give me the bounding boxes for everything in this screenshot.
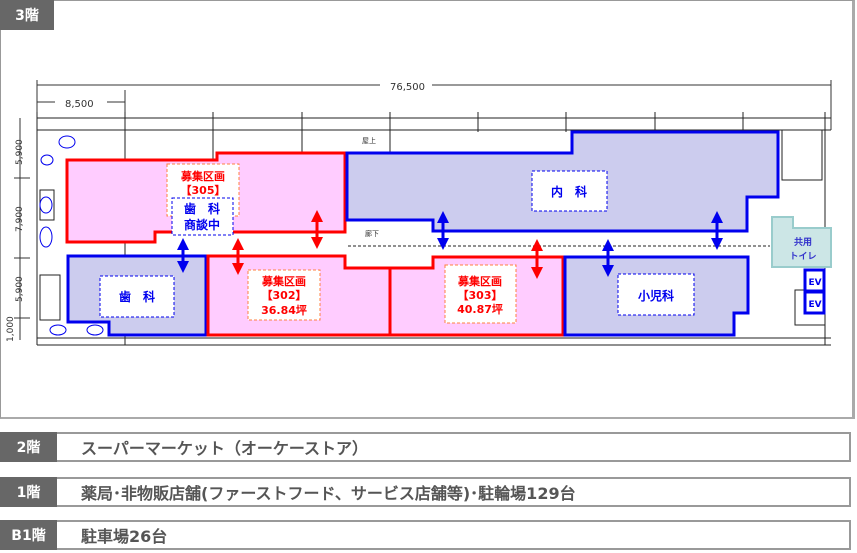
unit-303-area: 40.87坪 xyxy=(457,303,503,316)
label-box-dental xyxy=(99,275,175,318)
label-box-302 xyxy=(247,269,321,321)
unit-302-number: 【302】 xyxy=(262,289,307,302)
label-box-303 xyxy=(444,264,517,324)
floor-b1-row: B1階 駐車場26台 xyxy=(0,520,851,550)
unit-dental-label: 歯 科 xyxy=(119,289,155,304)
floor-3-tag: 3階 xyxy=(0,0,54,30)
floor-plan: 76,500 8,500 5,900 7,900 5,900 1,000 屋上 … xyxy=(6,80,832,346)
floor-2-row: 2階 スーパーマーケット（オーケーストア） xyxy=(0,432,851,462)
label-box-305-status xyxy=(171,197,234,236)
floor-1-description: 薬局･非物販店舗(ファーストフード、サービス店舗等)･駐輪場129台 xyxy=(57,477,851,507)
building-outline xyxy=(36,112,831,346)
unit-305-number: 【305】 xyxy=(181,184,226,197)
dim-row-2: 7,900 xyxy=(15,206,25,232)
dim-row-1: 5,900 xyxy=(15,139,25,165)
label-box-pediatrics xyxy=(617,273,695,316)
floor-1-row: 1階 薬局･非物販店舗(ファーストフード、サービス店舗等)･駐輪場129台 xyxy=(0,477,851,507)
elevator-2-label: EV xyxy=(808,300,821,310)
unit-302-area: 36.84坪 xyxy=(261,304,307,317)
floor-2-tag: 2階 xyxy=(0,432,57,462)
elevator-2 xyxy=(803,290,826,315)
dim-bay: 8,500 xyxy=(65,99,94,110)
toilet-label-1: 共用 xyxy=(794,236,812,248)
roof-note: 屋上 xyxy=(362,136,376,145)
unit-305-title: 募集区画 xyxy=(180,169,225,183)
corridor-note: 廊下 xyxy=(365,229,379,238)
shared-toilet xyxy=(771,216,832,268)
elevator-1-label: EV xyxy=(808,278,821,288)
unit-303-title: 募集区画 xyxy=(457,274,502,288)
floor-1-tag: 1階 xyxy=(0,477,57,507)
floor-2-description: スーパーマーケット（オーケーストア） xyxy=(57,432,851,462)
floor-b1-tag: B1階 xyxy=(0,520,57,550)
dim-row-3: 5,900 xyxy=(15,276,25,302)
unit-305-status-2: 商談中 xyxy=(184,217,220,232)
unit-303-number: 【303】 xyxy=(458,289,503,302)
unit-pediatrics-label: 小児科 xyxy=(638,288,674,303)
label-box-internal xyxy=(531,170,608,212)
unit-302-title: 募集区画 xyxy=(261,274,306,288)
toilet-label-2: トイレ xyxy=(789,251,816,262)
dim-row-4: 1,000 xyxy=(6,316,16,342)
dim-total: 76,500 xyxy=(390,82,425,93)
unit-internal-label: 内 科 xyxy=(551,184,587,199)
fixture-symbols xyxy=(39,135,104,336)
unit-305-status-1: 歯 科 xyxy=(184,201,220,216)
floor-b1-description: 駐車場26台 xyxy=(57,520,851,550)
